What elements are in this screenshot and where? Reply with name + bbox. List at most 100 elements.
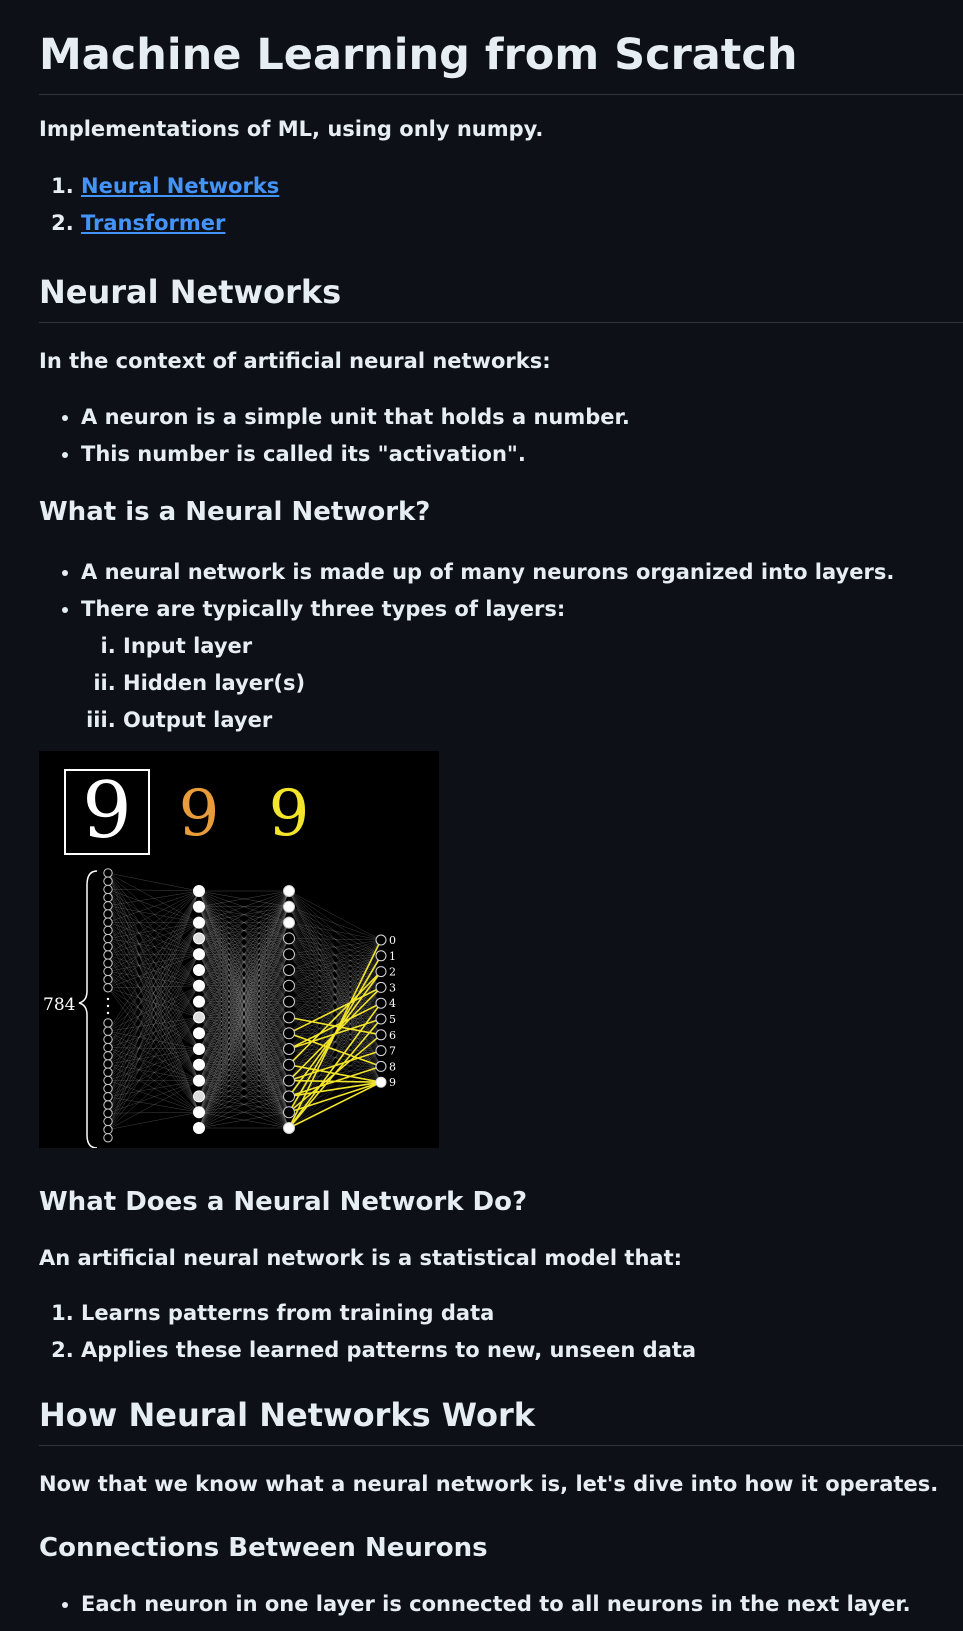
output-neuron: [375, 934, 387, 946]
hidden-neuron: [283, 885, 295, 897]
hidden-neuron: [193, 885, 205, 897]
hidden-neuron: [283, 1074, 295, 1087]
input-neuron: [103, 983, 113, 993]
output-label: 8: [389, 1060, 396, 1073]
input-neuron: [103, 1042, 113, 1053]
hidden-neuron: [283, 1106, 295, 1119]
hidden-neuron: [193, 1043, 205, 1055]
input-neuron: [103, 1067, 113, 1077]
ellipsis-dot: [106, 997, 110, 1001]
hidden-digit-yellow: 9: [269, 777, 310, 851]
input-count-label: 784: [43, 995, 75, 1015]
output-label: 2: [389, 966, 396, 979]
output-neuron: [375, 1013, 387, 1025]
readme-content: Machine Learning from Scratch Implementa…: [39, 0, 963, 1616]
input-image-frame: [64, 769, 150, 855]
output-neuron: [375, 966, 387, 978]
output-neuron: [375, 1076, 387, 1088]
list-item: Each neuron in one layer is connected to…: [81, 1586, 963, 1623]
hidden-neuron: [193, 995, 205, 1008]
hidden-digit-colored: 9: [179, 777, 220, 851]
output-label: 6: [389, 1029, 396, 1042]
layers-intro: There are typically three types of layer…: [81, 597, 566, 621]
input-neuron: [103, 974, 113, 985]
does-intro-text: An artificial neural network is a statis…: [39, 1246, 683, 1270]
hidden-neuron: [283, 1027, 295, 1040]
hidden-neuron: [283, 1122, 295, 1134]
page-title: Machine Learning from Scratch: [39, 0, 963, 95]
hidden-neuron: [283, 964, 295, 976]
hidden-neuron: [193, 932, 205, 945]
input-neuron: [103, 925, 113, 936]
input-neuron: [103, 868, 113, 878]
list-item: There are typically three types of layer…: [81, 591, 963, 739]
nn-context-text: In the context of artificial neural netw…: [39, 349, 551, 373]
input-neuron: [103, 1133, 113, 1143]
input-neuron: [103, 1092, 113, 1102]
hidden-neuron: [283, 1058, 295, 1071]
input-neuron: [103, 876, 113, 886]
output-neuron: [375, 950, 387, 962]
hidden-neuron: [283, 1043, 295, 1055]
list-item: A neuron is a simple unit that holds a n…: [81, 399, 963, 436]
intro-text: Implementations of ML, using only numpy.: [39, 117, 544, 141]
input-neuron: [103, 958, 113, 968]
list-item: Hidden layer(s): [123, 665, 963, 702]
connections-bullets: Each neuron in one layer is connected to…: [39, 1586, 963, 1623]
toc-link-transformer[interactable]: Transformer: [81, 211, 226, 235]
input-brace: [78, 870, 98, 1149]
section-heading-what-is: What is a Neural Network?: [39, 497, 431, 527]
hidden-neuron: [283, 1011, 295, 1024]
input-neuron: [103, 933, 113, 944]
list-item: Input layer: [123, 628, 963, 665]
hidden-neuron: [283, 932, 295, 945]
input-neuron: [103, 1018, 113, 1028]
input-neuron: [103, 1116, 113, 1127]
input-neuron: [103, 1100, 113, 1110]
output-label: 1: [389, 950, 396, 963]
input-neuron: [103, 1075, 113, 1086]
input-neuron: [103, 1051, 113, 1061]
input-neuron: [103, 901, 113, 911]
input-neuron: [103, 892, 113, 903]
output-label: 3: [389, 981, 396, 994]
hidden-neuron: [193, 948, 205, 961]
input-neuron: [103, 917, 113, 927]
hidden-neuron: [193, 1122, 205, 1134]
input-neuron: [103, 909, 113, 919]
output-neuron: [375, 1045, 387, 1057]
output-label: 9: [389, 1076, 396, 1089]
hidden-neuron: [283, 916, 295, 929]
output-neuron: [375, 1029, 387, 1041]
does-list: Learns patterns from training data Appli…: [39, 1295, 963, 1369]
section-heading-neural-networks: Neural Networks: [39, 272, 963, 323]
hidden-neuron: [283, 995, 295, 1008]
hidden-neuron: [193, 1058, 205, 1071]
section-heading-how: How Neural Networks Work: [39, 1395, 963, 1446]
toc-link-neural-networks[interactable]: Neural Networks: [81, 174, 280, 198]
output-label: 4: [389, 997, 396, 1010]
output-label: 7: [389, 1045, 396, 1058]
input-neuron: [103, 1034, 113, 1045]
output-label: 5: [389, 1013, 396, 1026]
hidden-neuron: [193, 1074, 205, 1087]
input-neuron: [103, 942, 113, 952]
layer-types-list: Input layer Hidden layer(s) Output layer: [81, 628, 963, 739]
input-neuron: [103, 966, 113, 977]
hidden-neuron: [283, 979, 295, 992]
section-heading-what-does: What Does a Neural Network Do?: [39, 1187, 528, 1217]
output-neuron: [375, 981, 387, 993]
ellipsis-dot: [106, 1004, 110, 1008]
input-neuron: [103, 1059, 113, 1069]
list-item: This number is called its "activation".: [81, 436, 963, 473]
hidden-neuron: [193, 916, 205, 929]
ellipsis-dot: [106, 1011, 110, 1015]
toc-item: Transformer: [81, 205, 963, 242]
list-item: Applies these learned patterns to new, u…: [81, 1332, 963, 1369]
table-of-contents: Neural Networks Transformer: [39, 168, 963, 242]
list-item: A neural network is made up of many neur…: [81, 554, 963, 591]
hidden-neuron: [193, 1090, 205, 1103]
how-intro-text: Now that we know what a neural network i…: [39, 1472, 939, 1496]
